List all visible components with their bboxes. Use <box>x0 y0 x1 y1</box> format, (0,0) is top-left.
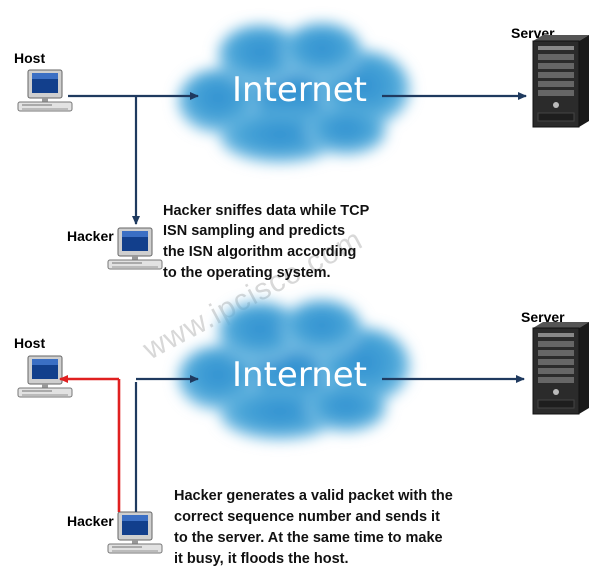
note-line: Hacker sniffes data while TCP <box>163 203 370 219</box>
hacker-label: Hacker <box>67 513 114 529</box>
spoof-explanation-note: Hacker generates a valid packet with the… <box>174 488 457 567</box>
host-computer-icon <box>17 355 73 398</box>
host-computer-icon <box>17 69 73 112</box>
bottom-scenario: Internet Host Server Hacker Hacker gener… <box>14 300 590 567</box>
note-line: to the server. At the same time to make <box>174 530 443 546</box>
hacker-label: Hacker <box>67 228 114 244</box>
host-label: Host <box>14 335 45 351</box>
note-line: ISN sampling and predicts <box>163 223 345 239</box>
hacker-computer-icon <box>107 511 163 554</box>
host-label: Host <box>14 50 45 66</box>
server-label: Server <box>521 309 565 325</box>
sniff-explanation-note: Hacker sniffes data while TCP ISN sampli… <box>163 203 373 281</box>
top-scenario: Internet Host Server Hacker Hacker sniff… <box>14 23 590 281</box>
note-line: it busy, it floods the host. <box>174 551 349 567</box>
server-icon <box>532 321 590 415</box>
note-line: to the operating system. <box>163 265 331 281</box>
note-line: the ISN algorithm according <box>163 244 356 260</box>
internet-label: Internet <box>232 355 367 395</box>
hacker-computer-icon <box>107 227 163 270</box>
note-line: Hacker generates a valid packet with the <box>174 488 453 504</box>
note-line: correct sequence number and sends it <box>174 509 440 525</box>
internet-label: Internet <box>232 70 367 110</box>
server-icon <box>532 34 590 128</box>
